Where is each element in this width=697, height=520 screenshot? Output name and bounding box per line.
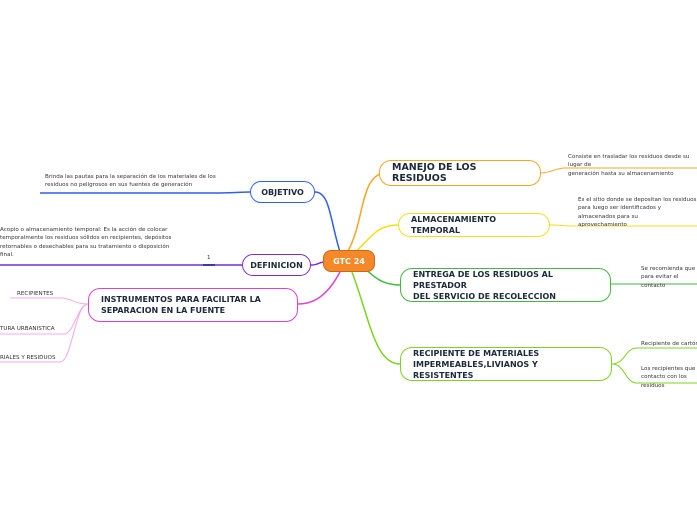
connector-recipiente [351, 271, 401, 365]
connector-instrumentos-item3 [0, 303, 89, 363]
topic-objetivo[interactable]: OBJETIVO [250, 181, 315, 203]
connector-manejo-note [539, 167, 697, 174]
topic-objetivo-label: OBJETIVO [261, 187, 304, 197]
note-definicion: Acopio o almacenamiento temporal: Es la … [0, 227, 172, 259]
connector-instrumentos-item1 [10, 297, 89, 305]
item-riales-y-residuos: RIALES Y RESIDUOS [0, 355, 56, 361]
note-recipiente-1: Recipiente de cartón [641, 341, 697, 347]
topic-instrumentos-label: INSTRUMENTOS PARA FACILITAR LA SEPARACIO… [101, 295, 261, 315]
connector-manejo [347, 172, 386, 252]
topic-definicion-label: DEFINICION [250, 260, 303, 270]
connector-recipiente-note2 [611, 363, 697, 384]
central-node[interactable]: GTC 24 [323, 250, 375, 272]
definicion-badge: 1 [207, 255, 211, 261]
item-recipientes: RECIPIENTES [17, 291, 54, 297]
note-manejo: Consiste en trasladar los residuos desde… [568, 154, 690, 177]
topic-entrega-label: ENTREGA DE LOS RESIDUOS AL PRESTADOR DEL… [413, 269, 556, 301]
topic-entrega[interactable]: ENTREGA DE LOS RESIDUOS AL PRESTADOR DEL… [400, 268, 611, 302]
item-tura-urbanistica: TURA URBANISTICA [0, 326, 55, 332]
topic-manejo[interactable]: MANEJO DE LOS RESIDUOS [379, 160, 541, 186]
note-almacenamiento: Es el sitio donde se depositan los resid… [578, 197, 697, 229]
topic-definicion[interactable]: DEFINICION [242, 254, 311, 276]
note-recipiente-2: Los recipientes que contacto con los res… [641, 366, 696, 389]
topic-almacenamiento-label: ALMACENAMIENTO TEMPORAL [411, 215, 497, 235]
topic-recipiente-label: RECIPIENTE DE MATERIALES IMPERMEABLES,LI… [413, 348, 540, 380]
note-objetivo: Brinda las pautas para la separación de … [45, 174, 216, 189]
topic-recipiente[interactable]: RECIPIENTE DE MATERIALES IMPERMEABLES,LI… [400, 347, 612, 381]
topic-manejo-label: MANEJO DE LOS RESIDUOS [392, 162, 477, 184]
connector-objetivo-note [40, 191, 251, 194]
connector-almacenamiento-note [549, 224, 697, 227]
topic-instrumentos[interactable]: INSTRUMENTOS PARA FACILITAR LA SEPARACIO… [88, 288, 298, 322]
connector-recipiente-note1 [611, 347, 697, 365]
central-node-label: GTC 24 [333, 256, 365, 266]
topic-almacenamiento[interactable]: ALMACENAMIENTO TEMPORAL [398, 213, 550, 237]
note-entrega: Se recomienda que para evitar el contact… [641, 266, 696, 289]
connector-definicion [310, 261, 324, 266]
connector-instrumentos [297, 271, 341, 305]
connector-objetivo [314, 191, 341, 253]
